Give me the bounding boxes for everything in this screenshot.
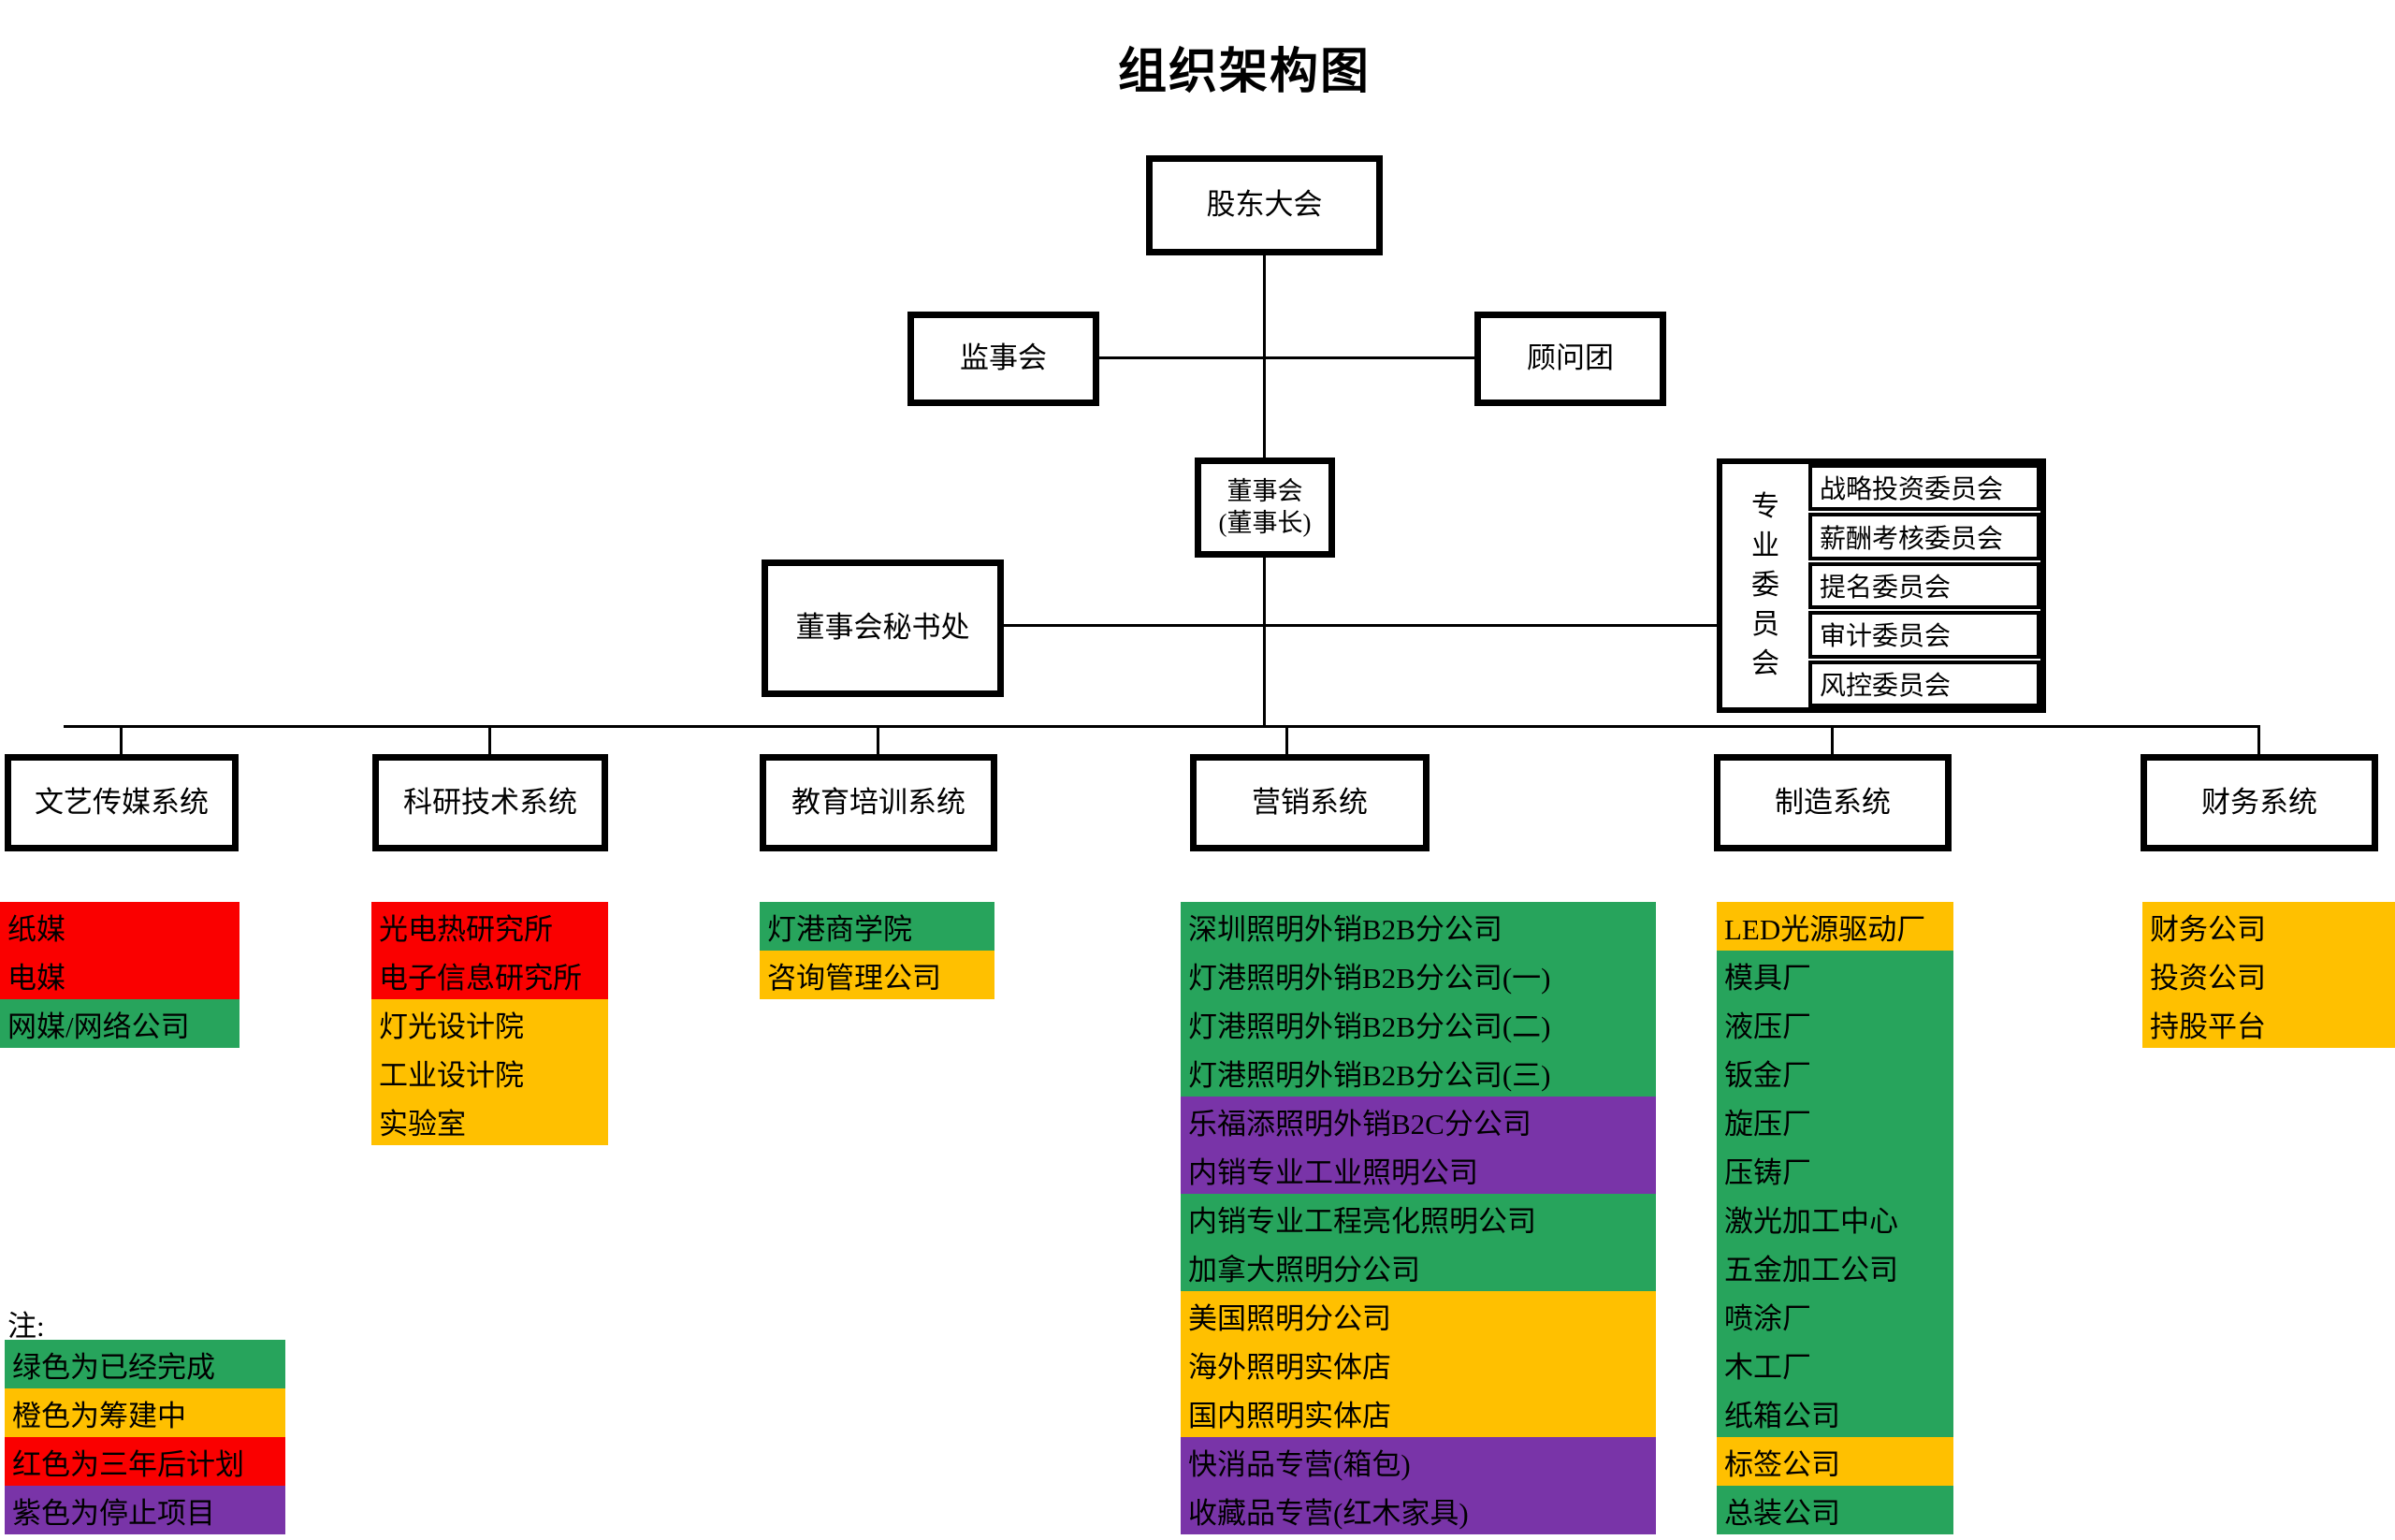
list-item: 工业设计院 [371, 1048, 608, 1097]
node-label: 监事会 [960, 341, 1047, 375]
committee-item: 薪酬考核委员会 [1808, 513, 2040, 560]
connector-trunk [64, 725, 2260, 728]
list-item: 咨询管理公司 [760, 951, 994, 999]
system-list-caiwu: 财务公司投资公司持股平台 [2142, 902, 2395, 1048]
list-item: 总装公司 [1717, 1486, 1953, 1534]
list-item: 内销专业工业照明公司 [1181, 1145, 1656, 1194]
node-shareholders-meeting: 股东大会 [1146, 155, 1383, 255]
system-list-wenyi: 纸媒电媒网媒/网络公司 [0, 902, 240, 1048]
list-item: 灯光设计院 [371, 999, 608, 1048]
system-label: 财务系统 [2201, 785, 2317, 819]
list-item: 光电热研究所 [371, 902, 608, 951]
list-item: 海外照明实体店 [1181, 1340, 1656, 1388]
list-item: 电子信息研究所 [371, 951, 608, 999]
legend: 绿色为已经完成橙色为筹建中红色为三年后计划紫色为停止项目 [5, 1340, 285, 1534]
list-item: 标签公司 [1717, 1437, 1953, 1486]
list-item: 国内照明实体店 [1181, 1388, 1656, 1437]
system-list-jiaoyu: 灯港商学院咨询管理公司 [760, 902, 994, 999]
list-item: 木工厂 [1717, 1340, 1953, 1388]
connector-secretariat-committees [1001, 624, 1717, 627]
connector-stub-caiwu [2257, 725, 2260, 755]
list-item: 快消品专营(箱包) [1181, 1437, 1656, 1486]
legend-item: 橙色为筹建中 [5, 1388, 285, 1437]
list-item: 激光加工中心 [1717, 1194, 1953, 1242]
list-item: 喷涂厂 [1717, 1291, 1953, 1340]
connector-stub-zhizao [1831, 725, 1834, 755]
node-supervisory-board: 监事会 [907, 312, 1099, 406]
list-item: 旋压厂 [1717, 1097, 1953, 1145]
system-box-zhizao: 制造系统 [1714, 754, 1952, 851]
list-item: 电媒 [0, 951, 240, 999]
list-item: 内销专业工程亮化照明公司 [1181, 1194, 1656, 1242]
list-item: 灯港照明外销B2B分公司(三) [1181, 1048, 1656, 1097]
committee-item: 战略投资委员会 [1808, 464, 2040, 512]
legend-item: 红色为三年后计划 [5, 1437, 285, 1486]
system-box-caiwu: 财务系统 [2141, 754, 2378, 851]
list-item: 压铸厂 [1717, 1145, 1953, 1194]
list-item: 乐福添照明外销B2C分公司 [1181, 1097, 1656, 1145]
node-sublabel: (董事长) [1218, 508, 1312, 537]
system-label: 制造系统 [1775, 785, 1891, 819]
committee-panel-label: 专业委员会 [1751, 491, 1779, 679]
node-board-of-directors: 董事会 (董事长) [1195, 458, 1335, 558]
system-list-yingxiao: 深圳照明外销B2B分公司灯港照明外销B2B分公司(一)灯港照明外销B2B分公司(… [1181, 902, 1656, 1534]
committee-item: 审计委员会 [1808, 611, 2040, 659]
legend-note: 注: [7, 1310, 45, 1343]
node-label: 顾问团 [1527, 341, 1614, 375]
committee-list: 战略投资委员会薪酬考核委员会提名委员会审计委员会风控委员会 [1808, 464, 2040, 708]
list-item: 网媒/网络公司 [0, 999, 240, 1048]
list-item: 五金加工公司 [1717, 1242, 1953, 1291]
system-box-wenyi: 文艺传媒系统 [5, 754, 239, 851]
connector-stub-wenyi [120, 725, 123, 755]
connector-stub-jiaoyu [877, 725, 879, 755]
list-item: 财务公司 [2142, 902, 2395, 951]
list-item: 纸媒 [0, 902, 240, 951]
system-list-zhizao: LED光源驱动厂模具厂液压厂钣金厂旋压厂压铸厂激光加工中心五金加工公司喷涂厂木工… [1717, 902, 1953, 1534]
node-label: 股东大会 [1206, 188, 1323, 222]
connector-stub-yingxiao [1285, 725, 1288, 755]
list-item: 灯港照明外销B2B分公司(二) [1181, 999, 1656, 1048]
list-item: 加拿大照明分公司 [1181, 1242, 1656, 1291]
system-list-keyan: 光电热研究所电子信息研究所灯光设计院工业设计院实验室 [371, 902, 608, 1145]
system-label: 教育培训系统 [791, 785, 965, 819]
legend-item: 紫色为停止项目 [5, 1486, 285, 1534]
connector-supervisory-advisory [1099, 356, 1474, 359]
list-item: 灯港商学院 [760, 902, 994, 951]
list-item: LED光源驱动厂 [1717, 902, 1953, 951]
node-board-secretariat: 董事会秘书处 [762, 559, 1004, 697]
list-item: 模具厂 [1717, 951, 1953, 999]
list-item: 实验室 [371, 1097, 608, 1145]
node-label: 董事会秘书处 [795, 611, 970, 645]
list-item: 持股平台 [2142, 999, 2395, 1048]
list-item: 收藏品专营(红木家具) [1181, 1486, 1656, 1534]
legend-item: 绿色为已经完成 [5, 1340, 285, 1388]
list-item: 投资公司 [2142, 951, 2395, 999]
list-item: 钣金厂 [1717, 1048, 1953, 1097]
system-label: 营销系统 [1252, 785, 1368, 819]
list-item: 纸箱公司 [1717, 1388, 1953, 1437]
system-label: 文艺传媒系统 [35, 785, 209, 819]
system-box-yingxiao: 营销系统 [1190, 754, 1430, 851]
node-label: 董事会 [1227, 476, 1303, 505]
committee-panel: 专业委员会 战略投资委员会薪酬考核委员会提名委员会审计委员会风控委员会 [1717, 458, 2046, 713]
committee-item: 风控委员会 [1808, 660, 2040, 708]
system-box-jiaoyu: 教育培训系统 [760, 754, 997, 851]
page-title: 组织架构图 [1117, 46, 1371, 99]
list-item: 液压厂 [1717, 999, 1953, 1048]
system-label: 科研技术系统 [403, 785, 577, 819]
list-item: 灯港照明外销B2B分公司(一) [1181, 951, 1656, 999]
connector-stub-keyan [488, 725, 491, 755]
system-box-keyan: 科研技术系统 [372, 754, 608, 851]
list-item: 深圳照明外销B2B分公司 [1181, 902, 1656, 951]
committee-item: 提名委员会 [1808, 561, 2040, 610]
list-item: 美国照明分公司 [1181, 1291, 1656, 1340]
connector-board-trunk [1263, 556, 1266, 728]
node-advisory-group: 顾问团 [1474, 312, 1666, 406]
